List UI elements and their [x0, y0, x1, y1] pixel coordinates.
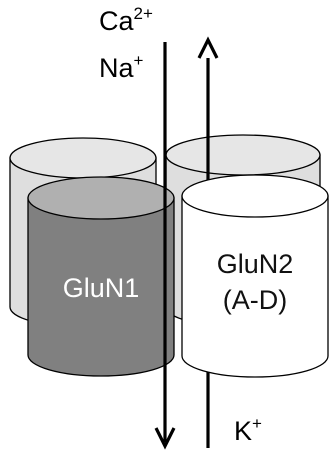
- calcium-charge: 2+: [133, 4, 153, 23]
- glun2-label-line2: (A-D): [222, 285, 288, 316]
- glun2-label: GluN2 (A-D): [182, 246, 328, 319]
- potassium-charge: +: [252, 414, 262, 433]
- calcium-symbol: Ca: [99, 6, 134, 36]
- calcium-ion-label: Ca2+: [99, 5, 153, 36]
- potassium-ion-label: K+: [234, 415, 262, 446]
- downward-arrow: [154, 42, 176, 450]
- glun1-label: GluN1: [28, 270, 174, 306]
- sodium-charge: +: [133, 51, 144, 70]
- glun1-cylinder: [27, 176, 175, 377]
- sodium-ion-label: Na+: [99, 52, 143, 83]
- sodium-symbol: Na: [99, 53, 134, 83]
- glun1-label-text: GluN1: [62, 273, 140, 303]
- glun2-label-line1: GluN2: [216, 249, 294, 279]
- potassium-symbol: K: [234, 416, 253, 446]
- glun2-cylinder: [181, 174, 329, 378]
